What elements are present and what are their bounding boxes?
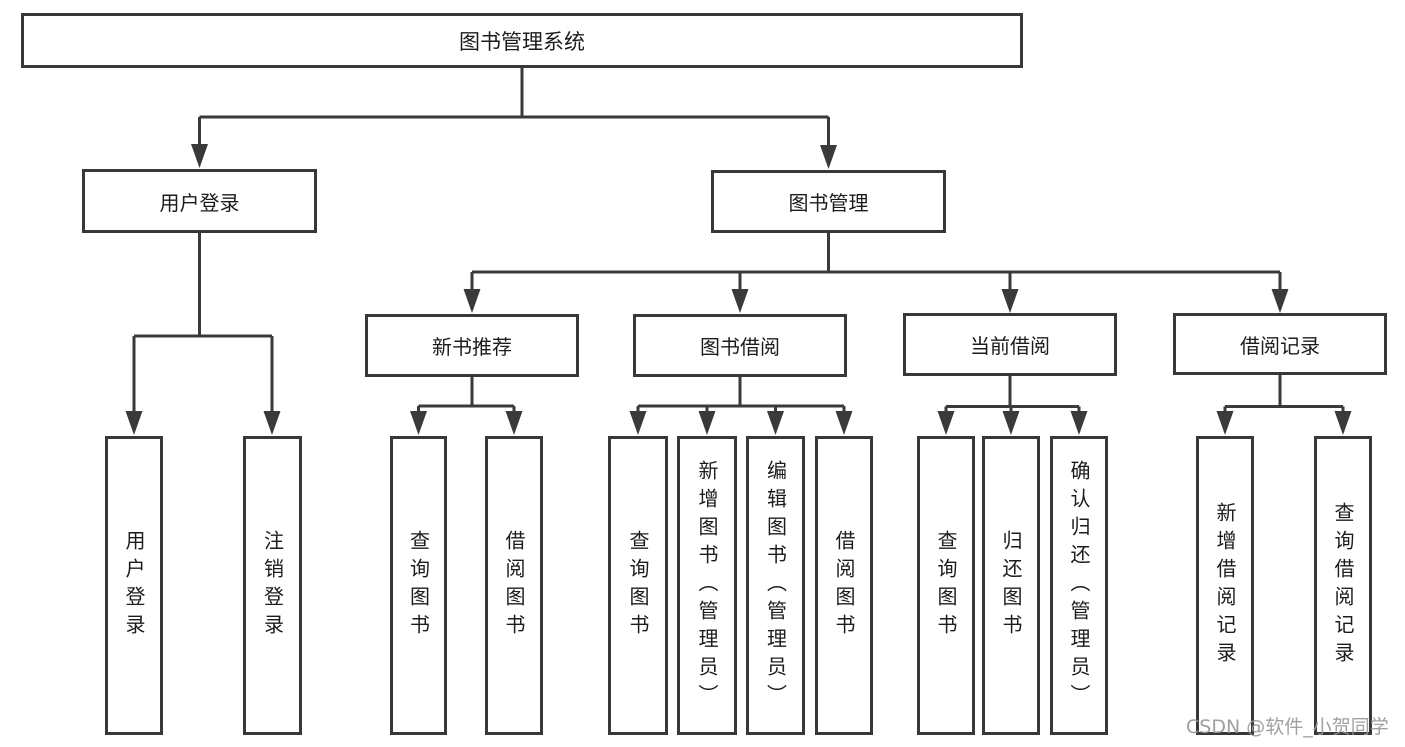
node-user-login: 用户登录 [82, 169, 317, 233]
leaf-return-books: 归还图书 [982, 436, 1040, 735]
leaf-confirm-return-admin-label: 确认归还（管理员） [1067, 459, 1091, 712]
node-borrow-records: 借阅记录 [1173, 313, 1387, 375]
leaf-query-borrow-record: 查询借阅记录 [1314, 436, 1372, 735]
connector-current-borrow-to-leaves [937, 376, 1088, 435]
leaf-logout-login-label: 注销登录 [260, 529, 285, 642]
leaf-recommend-query-books-label: 查询图书 [406, 529, 431, 642]
leaf-current-query-books-label: 查询图书 [934, 529, 958, 642]
leaf-return-books-label: 归还图书 [999, 529, 1023, 642]
node-new-book-recommend: 新书推荐 [365, 314, 579, 377]
node-root: 图书管理系统 [21, 13, 1023, 68]
leaf-recommend-query-books: 查询图书 [390, 436, 447, 735]
node-current-borrow: 当前借阅 [903, 313, 1117, 376]
connector-user-login-to-leaves [125, 233, 281, 435]
leaf-add-borrow-record: 新增借阅记录 [1196, 436, 1254, 735]
leaf-add-books-admin-label: 新增图书（管理员） [695, 459, 719, 712]
connector-new-book-recommend-to-leaves [410, 377, 523, 435]
leaf-recommend-borrow-books: 借阅图书 [485, 436, 543, 735]
csdn-watermark: CSDN @软件_小贺同学 [1186, 716, 1389, 738]
node-book-borrow: 图书借阅 [633, 314, 847, 377]
node-book-management: 图书管理 [711, 170, 946, 233]
leaf-borrow-query-books: 查询图书 [608, 436, 668, 735]
leaf-confirm-return-admin: 确认归还（管理员） [1050, 436, 1108, 735]
leaf-query-borrow-record-label: 查询借阅记录 [1331, 501, 1355, 670]
leaf-edit-books-admin-label: 编辑图书（管理员） [763, 459, 788, 712]
leaf-borrow-books-label: 借阅图书 [832, 529, 856, 642]
connector-borrow-records-to-leaves [1216, 375, 1352, 435]
leaf-edit-books-admin: 编辑图书（管理员） [746, 436, 805, 735]
leaf-logout-login: 注销登录 [243, 436, 302, 735]
connector-book-borrow-to-leaves [629, 377, 853, 435]
leaf-user-login-label: 用户登录 [122, 529, 146, 642]
leaf-borrow-query-books-label: 查询图书 [626, 529, 650, 642]
connector-root-to-level2 [191, 68, 837, 169]
leaf-borrow-books: 借阅图书 [815, 436, 873, 735]
leaf-add-borrow-record-label: 新增借阅记录 [1213, 501, 1237, 670]
leaf-user-login: 用户登录 [105, 436, 163, 735]
connector-book-management-to-level3 [463, 233, 1289, 313]
leaf-recommend-borrow-books-label: 借阅图书 [502, 529, 526, 642]
leaf-add-books-admin: 新增图书（管理员） [677, 436, 737, 735]
leaf-current-query-books: 查询图书 [917, 436, 975, 735]
